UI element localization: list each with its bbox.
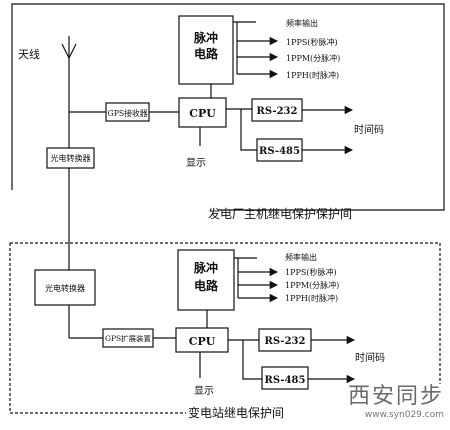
gps-expansion-label: GPS扩展装置 xyxy=(105,334,151,343)
top-pulse-circuit-box xyxy=(178,15,234,85)
top-optical-converter-box xyxy=(46,147,95,169)
bottom-display-label: 显示 xyxy=(194,385,214,397)
bottom-output-1pph: 1PPH(时脉冲) xyxy=(285,293,338,303)
bottom-output-1pps: 1PPS(秒脉冲) xyxy=(285,267,337,277)
bottom-room-label: 变电站继电保护间 xyxy=(188,405,284,420)
top-display-label: 显示 xyxy=(186,157,206,169)
top-optical-converter-label: 光电转换器 xyxy=(51,153,91,163)
watermark-url: www.syn029.com xyxy=(364,410,444,420)
bottom-output-freq: 频率输出 xyxy=(285,252,317,262)
top-time-code-label: 时间码 xyxy=(354,123,384,136)
bottom-rs485-box xyxy=(261,366,309,390)
bottom-room-frame xyxy=(9,243,186,414)
antenna-label: 天线 xyxy=(18,47,40,61)
bottom-pulse-label-2: 电路 xyxy=(194,278,219,293)
top-pulse-label-2: 电路 xyxy=(194,46,219,61)
bottom-optical-converter-box xyxy=(34,269,96,306)
top-room-frame xyxy=(11,3,445,211)
antenna-icon xyxy=(61,36,106,113)
bottom-section xyxy=(9,242,441,414)
top-output-1ppm: 1PPM(分脉冲) xyxy=(286,53,340,63)
gps-receiver-label: GPS接收器 xyxy=(108,108,148,118)
top-rs232-label: RS-232 xyxy=(257,106,298,117)
bottom-optical-converter-label: 光电转换器 xyxy=(45,283,85,293)
bottom-time-code-label: 时间码 xyxy=(355,351,385,364)
bottom-rs232-label: RS-232 xyxy=(265,336,306,347)
top-room-label: 发电厂主机继电保护保护间 xyxy=(208,206,352,221)
bottom-pulse-circuit-box xyxy=(177,249,235,311)
top-pulse-label-1: 脉冲 xyxy=(193,30,218,45)
bottom-output-1ppm: 1PPM(分脉冲) xyxy=(285,280,339,290)
watermark: 西安同步 www.syn029.com xyxy=(348,385,444,421)
top-section xyxy=(11,3,445,270)
top-cpu-label: CPU xyxy=(189,107,216,120)
top-output-freq: 频率输出 xyxy=(286,18,318,28)
top-cpu-box xyxy=(178,97,227,128)
bottom-rs485-label: RS-485 xyxy=(265,375,306,386)
bottom-pulse-label-1: 脉冲 xyxy=(193,260,218,275)
top-output-1pph: 1PPH(时脉冲) xyxy=(286,70,339,80)
top-rs485-label: RS-485 xyxy=(259,146,300,157)
top-output-1pps: 1PPS(秒脉冲) xyxy=(286,37,338,47)
bottom-cpu-label: CPU xyxy=(189,335,216,348)
watermark-logo: 西安同步 xyxy=(347,384,444,409)
